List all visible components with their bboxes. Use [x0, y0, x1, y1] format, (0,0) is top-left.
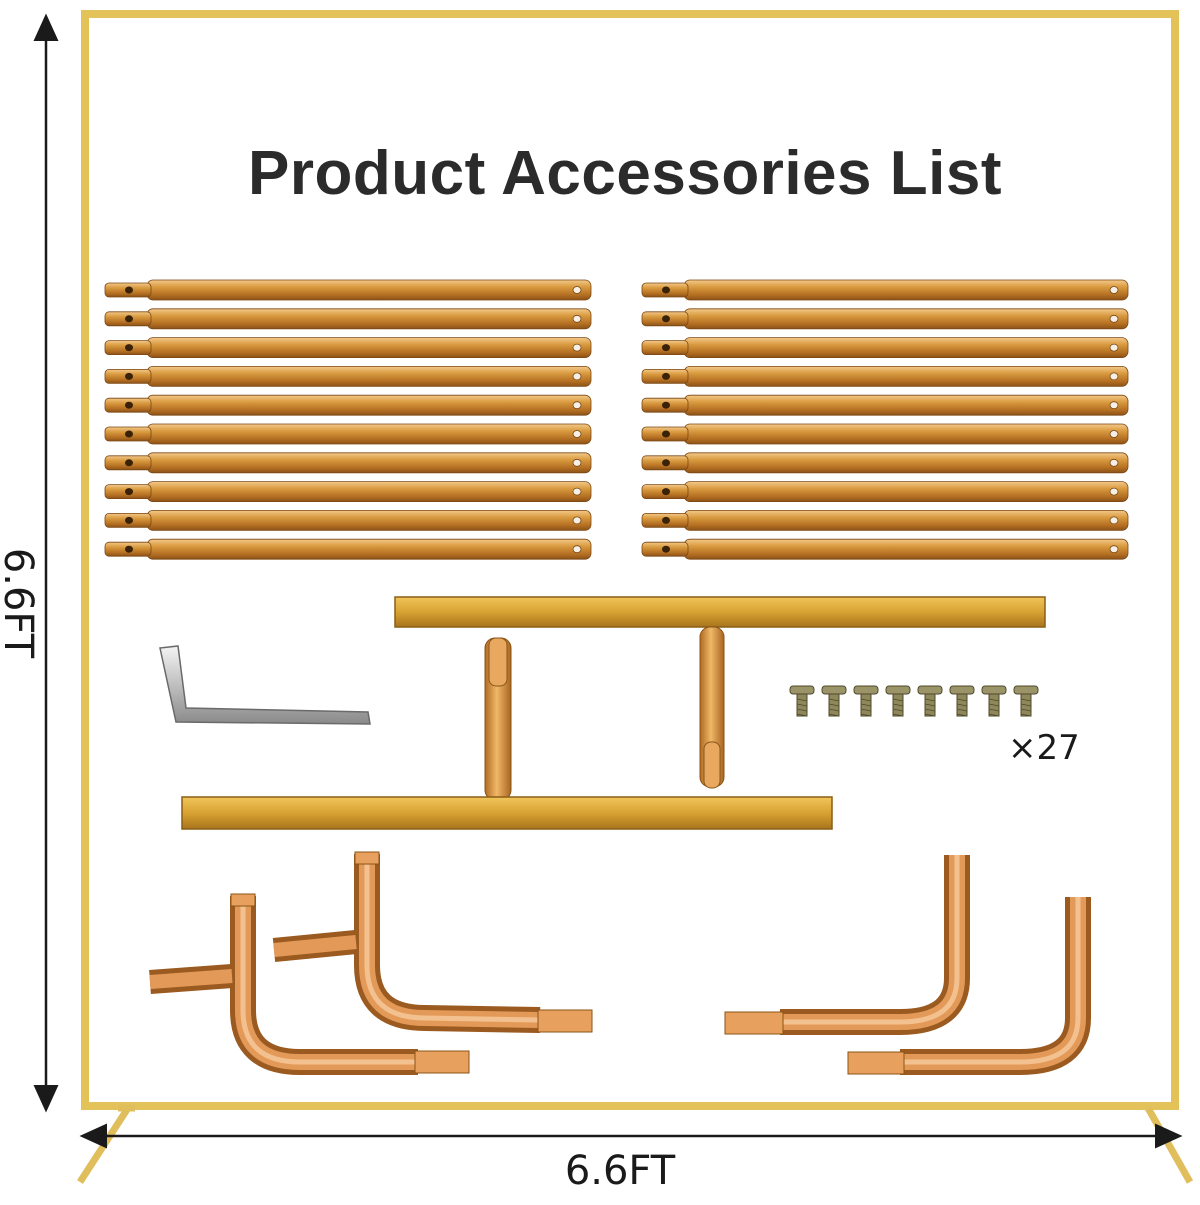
support-tube — [104, 394, 592, 416]
width-dimension-label: 6.6FT — [564, 1148, 676, 1194]
support-tube — [641, 423, 1129, 445]
l-corner-connector-2 — [847, 897, 1091, 1075]
t-corner-connector-2 — [272, 851, 593, 1033]
frame-foot-left — [77, 1104, 135, 1184]
support-tube — [104, 337, 592, 359]
support-tube — [641, 394, 1129, 416]
support-tube — [104, 481, 592, 503]
support-tube — [641, 308, 1129, 330]
support-tube — [641, 365, 1129, 387]
support-tube — [104, 423, 592, 445]
support-tube — [104, 538, 592, 560]
screw-set — [789, 685, 1039, 717]
page-title: Product Accessories List — [248, 139, 1002, 208]
l-corner-connector-1 — [724, 855, 970, 1035]
tube-set — [104, 279, 1129, 560]
allen-wrench-icon — [159, 645, 371, 725]
t-base-top — [394, 596, 1046, 789]
support-tube — [104, 509, 592, 531]
bolt-icon — [853, 685, 879, 717]
backdrop-frame — [81, 10, 1179, 1110]
bolt-icon — [821, 685, 847, 717]
bolt-icon — [981, 685, 1007, 717]
height-dimension-label: 6.6FT — [0, 547, 41, 659]
screw-quantity-label: ×27 — [1008, 728, 1080, 768]
support-tube — [641, 452, 1129, 474]
support-tube — [104, 308, 592, 330]
bolt-icon — [789, 685, 815, 717]
support-tube — [104, 279, 592, 301]
frame-foot-right — [1144, 1106, 1194, 1184]
support-tube — [104, 452, 592, 474]
support-tube — [641, 481, 1129, 503]
bolt-icon — [917, 685, 943, 717]
support-tube — [641, 538, 1129, 560]
support-tube — [641, 509, 1129, 531]
bolt-icon — [885, 685, 911, 717]
t-corner-connector-1 — [149, 893, 470, 1075]
bolt-icon — [949, 685, 975, 717]
bolt-icon — [1013, 685, 1039, 717]
support-tube — [641, 279, 1129, 301]
support-tube — [641, 337, 1129, 359]
t-base-bottom — [181, 637, 833, 830]
support-tube — [104, 365, 592, 387]
